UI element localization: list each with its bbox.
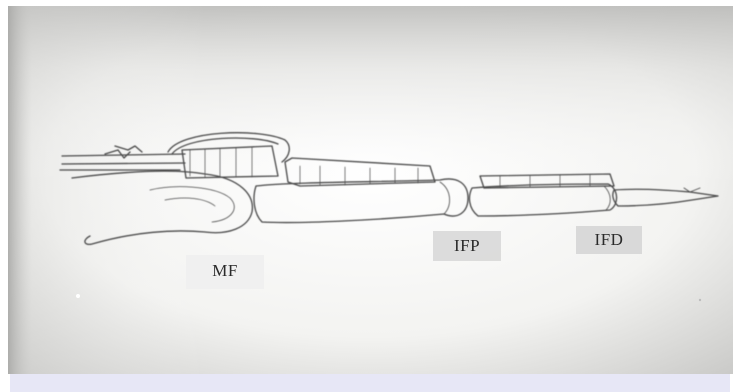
caption-band bbox=[10, 374, 730, 392]
label-ifd: IFD bbox=[576, 226, 642, 254]
label-ifp: IFP bbox=[433, 231, 501, 261]
label-mf: MF bbox=[186, 255, 264, 289]
